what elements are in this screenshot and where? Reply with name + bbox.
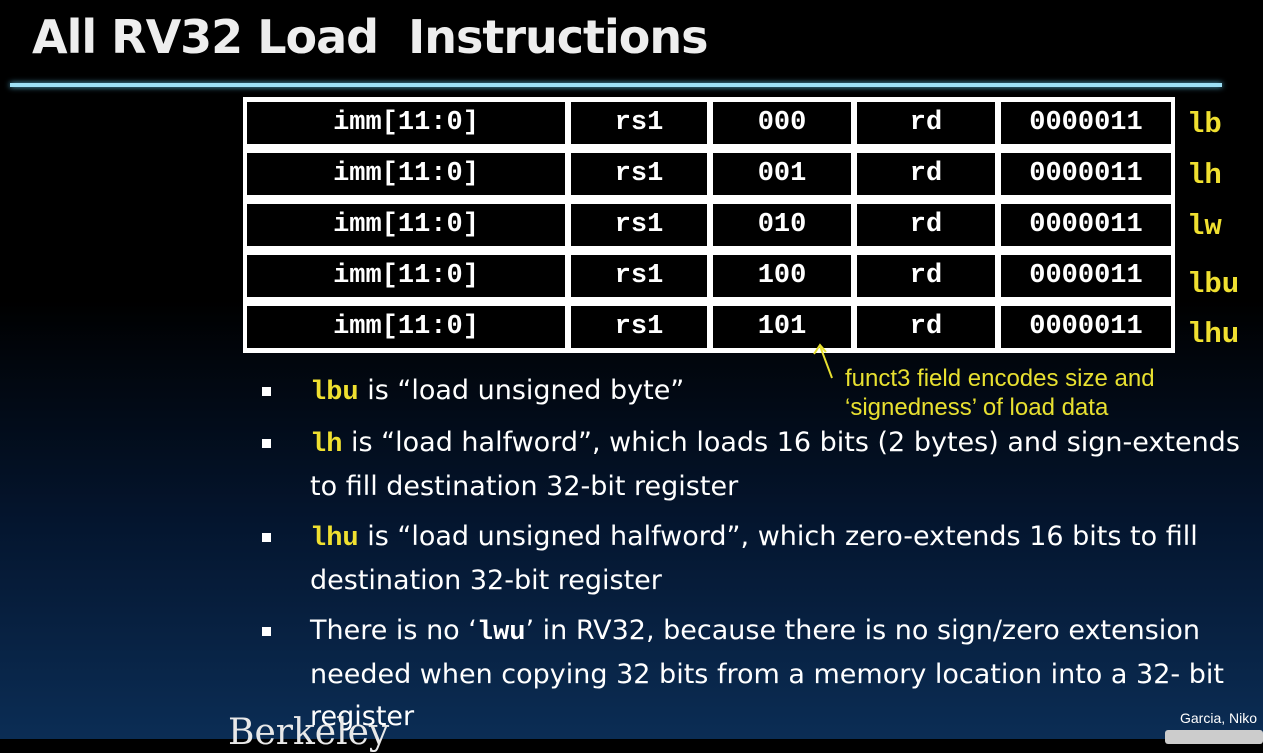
bullet-marker-icon xyxy=(262,627,271,636)
imm-cell: imm[11:0] xyxy=(247,153,565,195)
code-term: lhu xyxy=(310,524,359,554)
opcode-cell: 0000011 xyxy=(1001,102,1171,144)
rd-cell: rd xyxy=(857,306,995,348)
bullet-marker-icon xyxy=(262,439,271,448)
imm-cell: imm[11:0] xyxy=(247,204,565,246)
bullet-text: There is no ‘ xyxy=(310,615,477,646)
slide-title: All RV32 Load Instructions xyxy=(32,10,709,64)
title-divider xyxy=(10,83,1222,87)
mnemonic-lh: lh xyxy=(1187,159,1222,192)
imm-cell: imm[11:0] xyxy=(247,306,565,348)
callout-line: funct3 field encodes size and xyxy=(845,365,1155,392)
bullet-text: is “load unsigned halfword”, which zero-… xyxy=(310,521,1198,596)
rs1-cell: rs1 xyxy=(571,306,707,348)
bullet-marker-icon xyxy=(262,387,271,396)
callout-arrow-icon xyxy=(813,343,833,379)
mnemonic-lb: lb xyxy=(1187,108,1222,141)
creative-commons-icon xyxy=(1165,730,1263,744)
imm-cell: imm[11:0] xyxy=(247,255,565,297)
rd-cell: rd xyxy=(857,102,995,144)
funct3-cell: 010 xyxy=(713,204,851,246)
opcode-cell: 0000011 xyxy=(1001,153,1171,195)
bullet-text: ’ in RV32, because there is no sign/zero… xyxy=(310,615,1224,732)
bullet-marker-icon xyxy=(262,533,271,542)
author-credit: Garcia, Niko xyxy=(1180,710,1258,726)
opcode-cell: 0000011 xyxy=(1001,306,1171,348)
berkeley-logo: Berkeley xyxy=(228,712,390,753)
load-instruction-format-table: imm[11:0] rs1 000 rd 0000011 imm[11:0] r… xyxy=(243,97,1175,353)
code-term: lbu xyxy=(310,378,359,408)
rd-cell: rd xyxy=(857,153,995,195)
rs1-cell: rs1 xyxy=(571,102,707,144)
funct3-cell: 100 xyxy=(713,255,851,297)
callout-line: ‘signedness’ of load data xyxy=(845,394,1109,421)
bullet-text: is “load unsigned byte” xyxy=(358,375,685,406)
rd-cell: rd xyxy=(857,204,995,246)
mnemonic-lhu: lhu xyxy=(1187,318,1240,351)
funct3-cell: 101 xyxy=(713,306,851,348)
rs1-cell: rs1 xyxy=(571,204,707,246)
imm-cell: imm[11:0] xyxy=(247,102,565,144)
funct3-cell: 001 xyxy=(713,153,851,195)
rs1-cell: rs1 xyxy=(571,255,707,297)
opcode-cell: 0000011 xyxy=(1001,255,1171,297)
code-term: lh xyxy=(310,430,343,460)
mnemonic-lw: lw xyxy=(1187,210,1222,243)
rd-cell: rd xyxy=(857,255,995,297)
mnemonic-lbu: lbu xyxy=(1187,268,1240,301)
funct3-cell: 000 xyxy=(713,102,851,144)
code-term: lwu xyxy=(476,618,526,648)
rs1-cell: rs1 xyxy=(571,153,707,195)
bullet-text: is “load halfword”, which loads 16 bits … xyxy=(310,427,1240,502)
funct3-callout: funct3 field encodes size and ‘signednes… xyxy=(845,364,1155,422)
opcode-cell: 0000011 xyxy=(1001,204,1171,246)
